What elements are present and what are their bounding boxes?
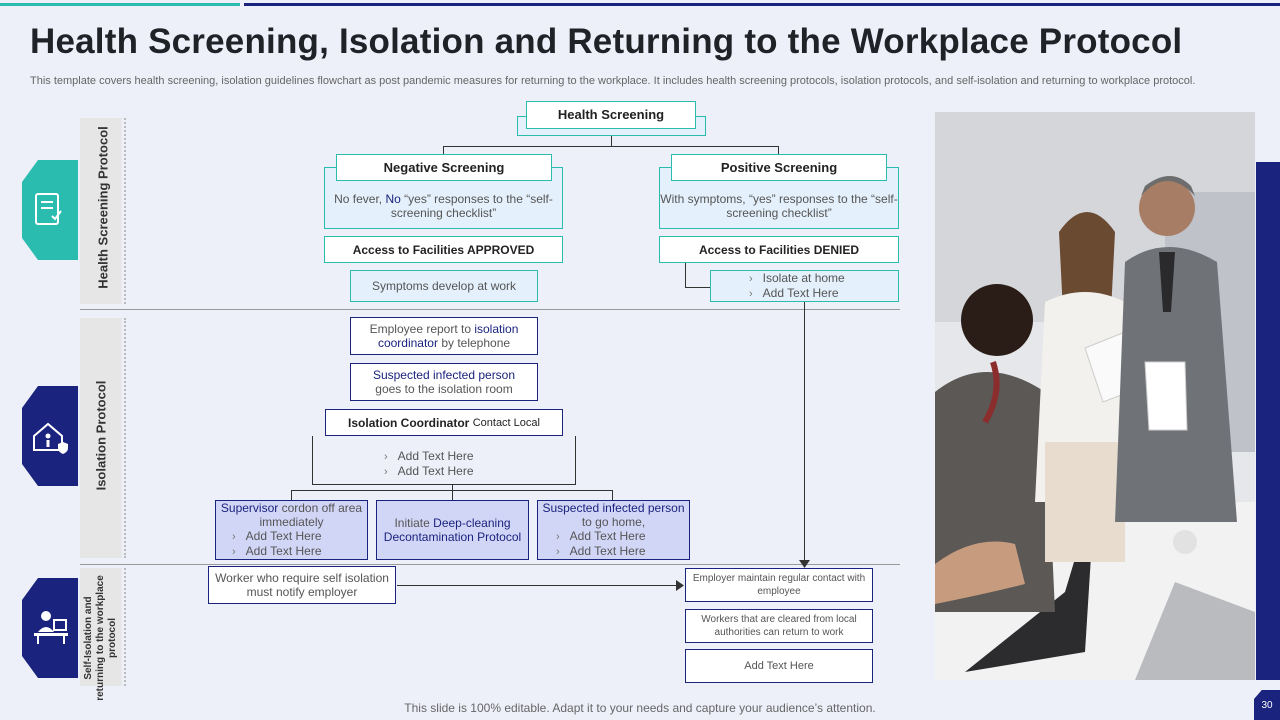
access-approved-box: Access to Facilities APPROVED xyxy=(324,236,563,263)
arrow-head xyxy=(799,560,810,568)
connector xyxy=(685,287,710,288)
connector xyxy=(685,263,686,287)
deep-cleaning-box: Initiate Deep-cleaning Decontamination P… xyxy=(376,500,529,560)
connector xyxy=(397,585,677,586)
positive-screening-title: Positive Screening xyxy=(671,154,887,181)
suspected-home-box: Suspected infected person to go home, ›A… xyxy=(537,500,690,560)
divider-dots xyxy=(124,318,128,558)
list-item: ›Add Text Here xyxy=(384,449,474,463)
connector xyxy=(804,302,805,564)
workers-cleared-box: Workers that are cleared from local auth… xyxy=(685,609,873,643)
negative-screening-title: Negative Screening xyxy=(336,154,552,181)
connector xyxy=(452,490,453,500)
connector xyxy=(452,484,453,490)
worker-notify-box: Worker who require self isolation must n… xyxy=(208,566,396,604)
page-subtitle: This template covers health screening, i… xyxy=(30,75,1196,87)
connector xyxy=(778,146,779,154)
connector xyxy=(443,146,779,147)
health-section-label: Health Screening Protocol xyxy=(95,126,111,289)
connector xyxy=(612,490,613,500)
health-screening-box: Health Screening xyxy=(526,101,696,129)
list-item: ›Add Text Here xyxy=(556,529,646,543)
home-shield-icon xyxy=(22,386,78,486)
isolation-section-label: Isolation Protocol xyxy=(93,380,109,491)
isolation-section-panel xyxy=(80,318,122,558)
employee-report-box: Employee report to isolation coordinator… xyxy=(350,317,538,355)
isolate-list-box: ›Isolate at home ›Add Text Here xyxy=(710,270,899,302)
connector xyxy=(443,146,444,154)
connector xyxy=(575,436,576,484)
page-title: Health Screening, Isolation and Returnin… xyxy=(30,22,1183,61)
health-section-panel xyxy=(80,118,122,304)
connector xyxy=(312,484,576,485)
divider-dots xyxy=(124,568,128,686)
symptoms-develop-box: Symptoms develop at work xyxy=(350,270,538,302)
isolation-coordinator-box: Isolation Coordinator Contact Local xyxy=(325,409,563,436)
list-item: ›Isolate at home xyxy=(749,271,845,285)
top-accent-teal xyxy=(0,3,240,6)
self-isolation-section-panel xyxy=(80,568,122,686)
checklist-icon xyxy=(22,160,78,260)
suspected-isolation-box: Suspected infected person goes to the is… xyxy=(350,363,538,401)
employer-contact-box: Employer maintain regular contact with e… xyxy=(685,568,873,602)
page-number: 30 xyxy=(1254,690,1280,720)
desk-worker-icon xyxy=(22,578,78,678)
section-separator xyxy=(80,564,900,565)
connector xyxy=(312,436,313,484)
footer-note: This slide is 100% editable. Adapt it to… xyxy=(404,701,876,715)
self-isolation-section-label: Self-Isolation and returning to the work… xyxy=(83,575,118,701)
list-item: ›Add Text Here xyxy=(749,286,839,300)
connector xyxy=(611,136,612,146)
section-separator xyxy=(80,309,900,310)
supervisor-box: Supervisor cordon off area immediately ›… xyxy=(215,500,368,560)
list-item: ›Add Text Here xyxy=(556,544,646,558)
list-item: ›Add Text Here xyxy=(384,464,474,478)
add-text-box: Add Text Here xyxy=(685,649,873,683)
team-meeting-photo xyxy=(935,112,1255,680)
divider-dots xyxy=(124,118,128,304)
top-accent-navy xyxy=(244,3,1280,6)
right-accent-bar xyxy=(1256,162,1280,680)
connector xyxy=(291,490,292,500)
arrow-head xyxy=(676,580,684,591)
list-item: ›Add Text Here xyxy=(232,544,322,558)
coordinator-list: ›Add Text Here ›Add Text Here xyxy=(312,446,576,482)
list-item: ›Add Text Here xyxy=(232,529,322,543)
access-denied-box: Access to Facilities DENIED xyxy=(659,236,899,263)
